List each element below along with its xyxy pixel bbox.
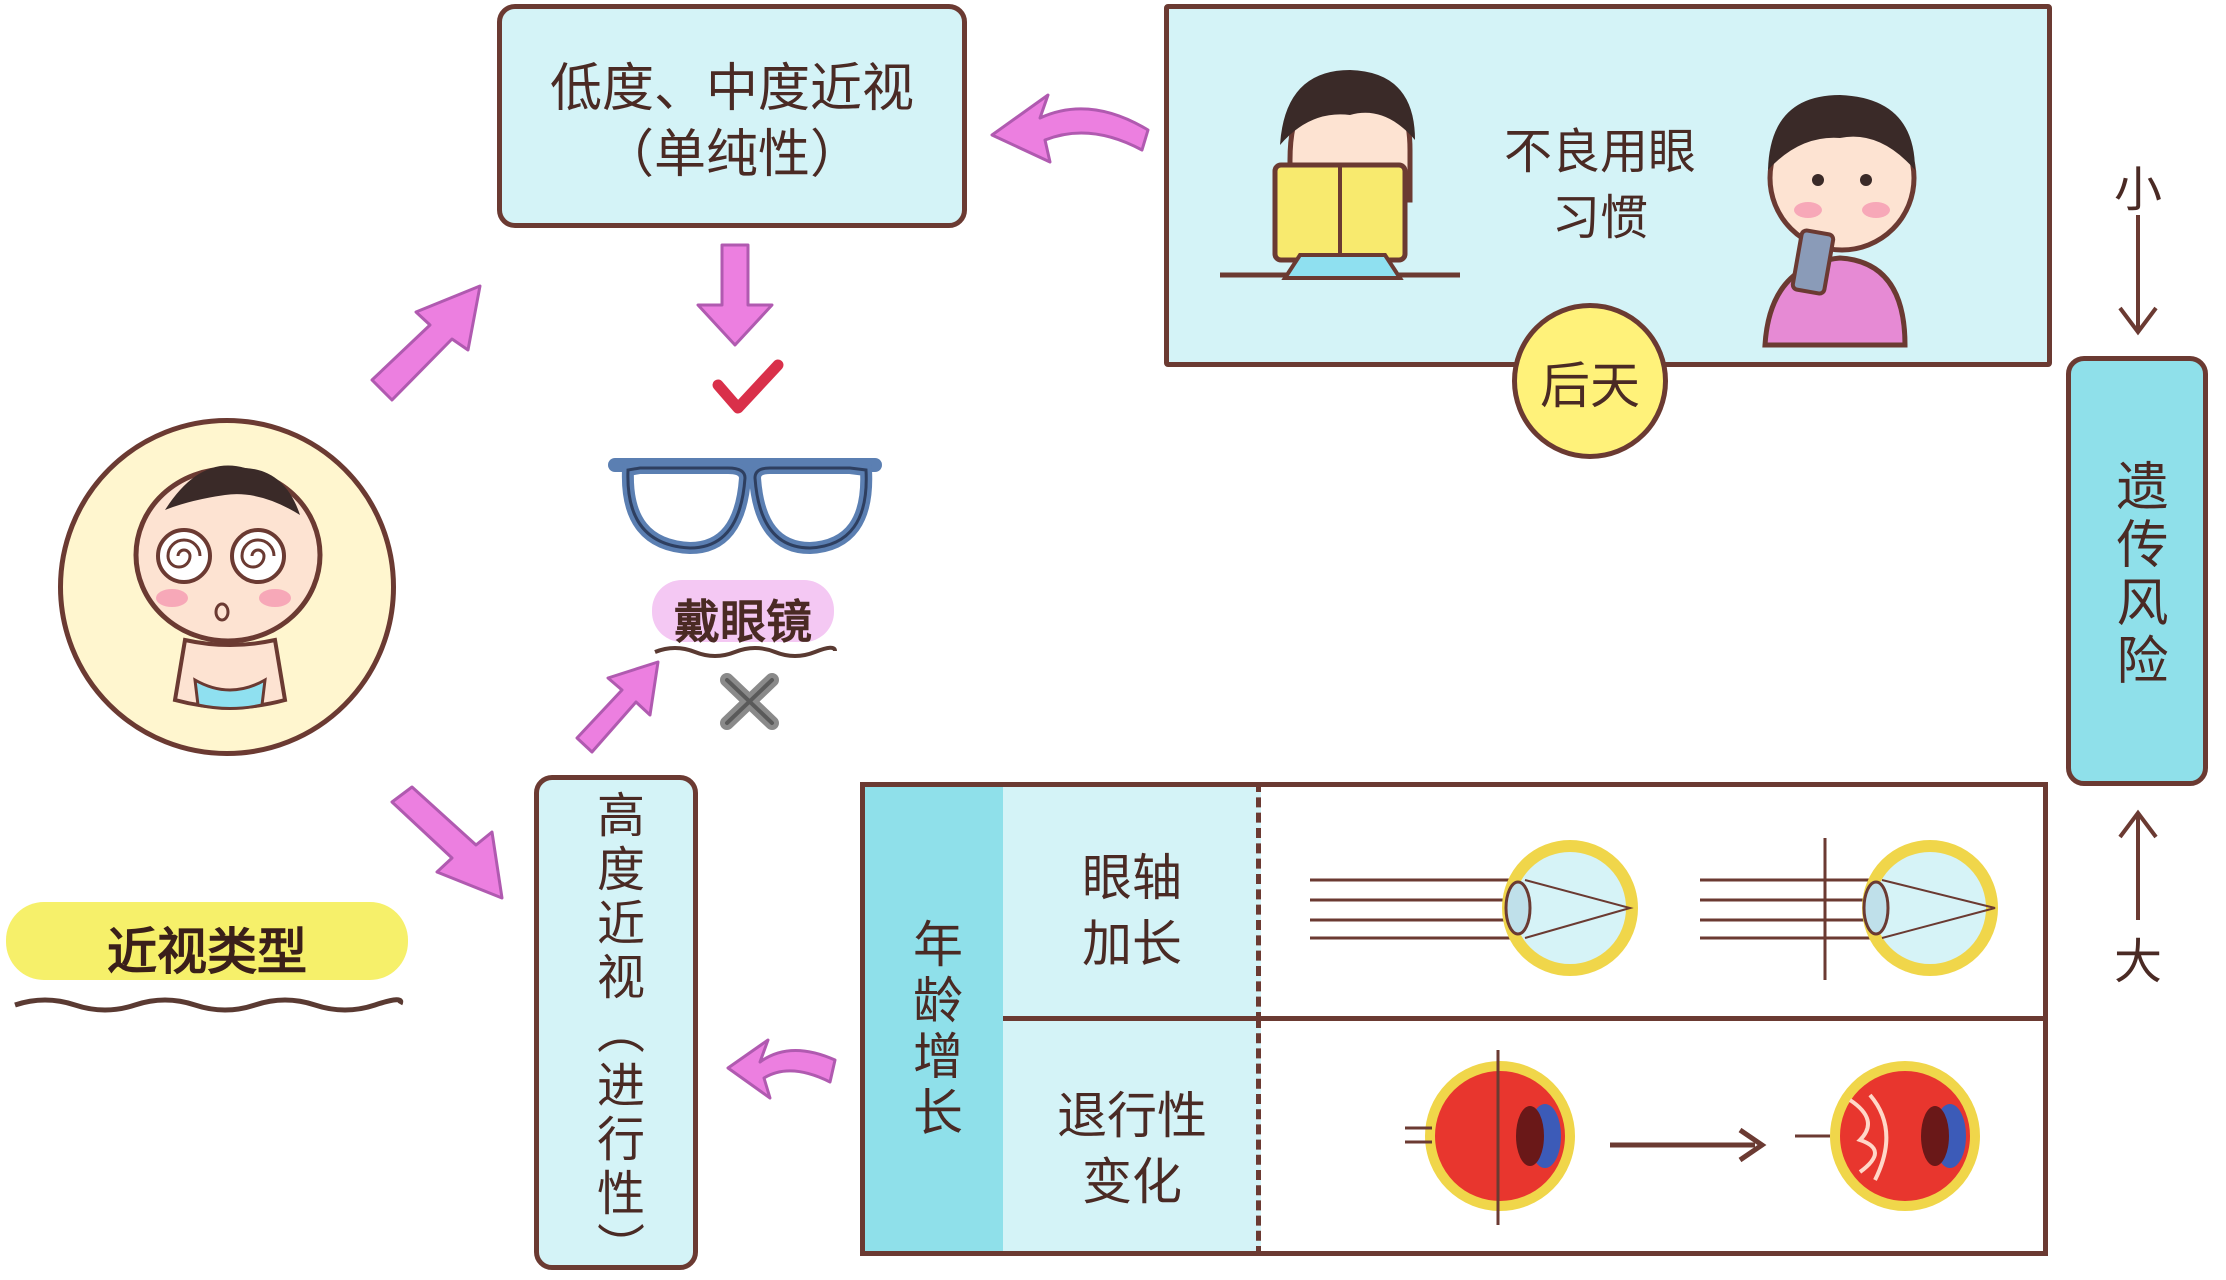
acquired-badge: 后天 [1540, 357, 1640, 415]
glasses-label-bg [652, 580, 834, 642]
risk-large-label: 大 [2113, 934, 2162, 990]
row2-label-cell [1003, 1018, 1261, 1256]
title-highlight [6, 902, 408, 980]
high-myopia-box [534, 775, 698, 1270]
badge-circle [1512, 303, 1668, 459]
row-divider [1003, 1016, 2048, 1021]
row2-label-line2: 变化 [1082, 1153, 1182, 1211]
arrow-high-to-glasses [575, 660, 660, 754]
risk-small-label: 小 [2113, 162, 2162, 218]
arrow-baby-to-high [390, 785, 504, 900]
row1-label-cell [1003, 782, 1261, 1022]
row2-label-line1: 退行性 [1057, 1087, 1207, 1145]
mild-myopia-line1: 低度、中度近视 [549, 59, 914, 119]
row1-label-line2: 加长 [1082, 915, 1182, 973]
mild-myopia-line2: （单纯性） [601, 125, 862, 185]
arrow-habit-to-mild [990, 93, 1150, 164]
baby-circle [58, 418, 396, 756]
mild-myopia-box [497, 4, 967, 228]
glasses-label: 戴眼镜 [674, 595, 812, 649]
high-myopia-label: 高度近视（进行性） [588, 790, 644, 1276]
genetic-risk-box [2066, 356, 2208, 786]
habit-label-line2: 习惯 [1551, 190, 1648, 246]
arrow-mild-to-glasses [696, 243, 774, 347]
arrow-age-to-high [726, 1038, 837, 1100]
age-label: 年龄增长 [905, 918, 963, 1142]
page-title: 近视类型 [107, 923, 307, 981]
row1-label-line1: 眼轴 [1082, 849, 1182, 907]
arrow-baby-to-mild [370, 284, 482, 402]
genetic-risk-label: 遗传风险 [2107, 459, 2167, 691]
habit-label-line1: 不良用眼 [1503, 124, 1696, 180]
age-column [860, 782, 1008, 1256]
